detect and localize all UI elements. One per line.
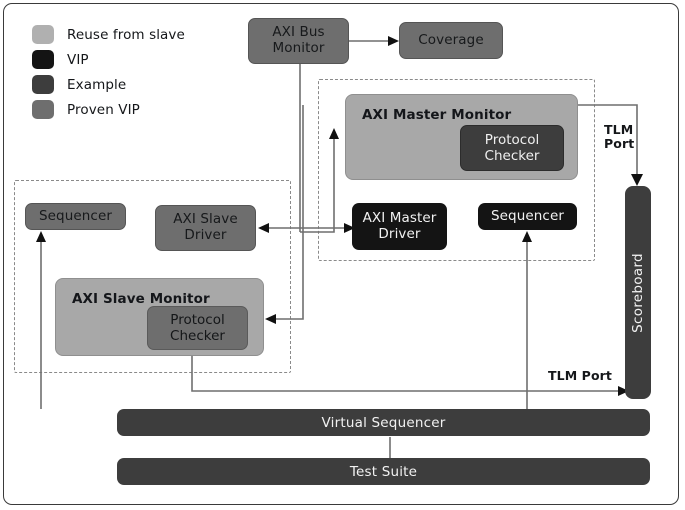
node-master-protocol-checker[interactable]: Protocol Checker (460, 125, 564, 171)
legend-swatch-example (32, 75, 54, 94)
legend-label-proven-vip: Proven VIP (67, 101, 140, 118)
legend-label-example: Example (67, 76, 127, 93)
legend-item-proven-vip: Proven VIP (32, 97, 185, 122)
node-axi-master-driver-label: AXI Master Driver (362, 209, 437, 242)
node-axi-slave-monitor[interactable]: AXI Slave Monitor Protocol Checker (55, 278, 264, 356)
node-virtual-sequencer-label: Virtual Sequencer (321, 414, 446, 431)
node-slave-protocol-checker-label: Protocol Checker (170, 311, 225, 344)
node-axi-master-monitor[interactable]: AXI Master Monitor Protocol Checker (345, 94, 578, 180)
node-test-suite-label: Test Suite (349, 463, 418, 480)
tlm-port-label-vertical-line2: Port (604, 136, 635, 152)
legend-swatch-reuse-from-slave (32, 25, 54, 44)
node-test-suite[interactable]: Test Suite (117, 458, 650, 485)
node-slave-sequencer-label: Sequencer (38, 207, 113, 224)
node-axi-slave-monitor-label: AXI Slave Monitor (72, 291, 210, 307)
node-master-sequencer-label: Sequencer (490, 207, 565, 224)
node-coverage-label: Coverage (418, 31, 484, 48)
tlm-port-label-vertical-line1: TLM (604, 122, 634, 137)
tlm-port-label-horizontal: TLM Port (548, 368, 612, 383)
legend-item-example: Example (32, 72, 185, 97)
node-scoreboard-label: Scoreboard (630, 252, 647, 333)
legend-label-vip: VIP (67, 51, 89, 68)
node-virtual-sequencer[interactable]: Virtual Sequencer (117, 409, 650, 436)
node-coverage[interactable]: Coverage (399, 22, 503, 59)
node-axi-slave-driver[interactable]: AXI Slave Driver (155, 205, 256, 251)
node-slave-protocol-checker[interactable]: Protocol Checker (147, 306, 248, 350)
legend-swatch-proven-vip (32, 100, 54, 119)
node-axi-master-driver[interactable]: AXI Master Driver (352, 203, 447, 250)
node-master-sequencer[interactable]: Sequencer (478, 203, 577, 230)
legend-item-vip: VIP (32, 47, 185, 72)
diagram-outer-frame (3, 3, 679, 505)
legend-swatch-vip (32, 50, 54, 69)
node-axi-bus-monitor[interactable]: AXI Bus Monitor (248, 18, 349, 64)
node-slave-sequencer[interactable]: Sequencer (25, 203, 126, 230)
node-scoreboard[interactable]: Scoreboard (625, 186, 651, 399)
node-master-protocol-checker-label: Protocol Checker (484, 131, 540, 164)
node-axi-bus-monitor-label: AXI Bus Monitor (272, 24, 325, 56)
node-axi-master-monitor-label: AXI Master Monitor (362, 107, 512, 123)
legend: Reuse from slave VIP Example Proven VIP (32, 22, 185, 122)
node-axi-slave-driver-label: AXI Slave Driver (173, 211, 238, 243)
legend-label-reuse-from-slave: Reuse from slave (67, 26, 185, 43)
legend-item-reuse-from-slave: Reuse from slave (32, 22, 185, 47)
tlm-port-label-vertical: TLM Port (604, 122, 635, 152)
